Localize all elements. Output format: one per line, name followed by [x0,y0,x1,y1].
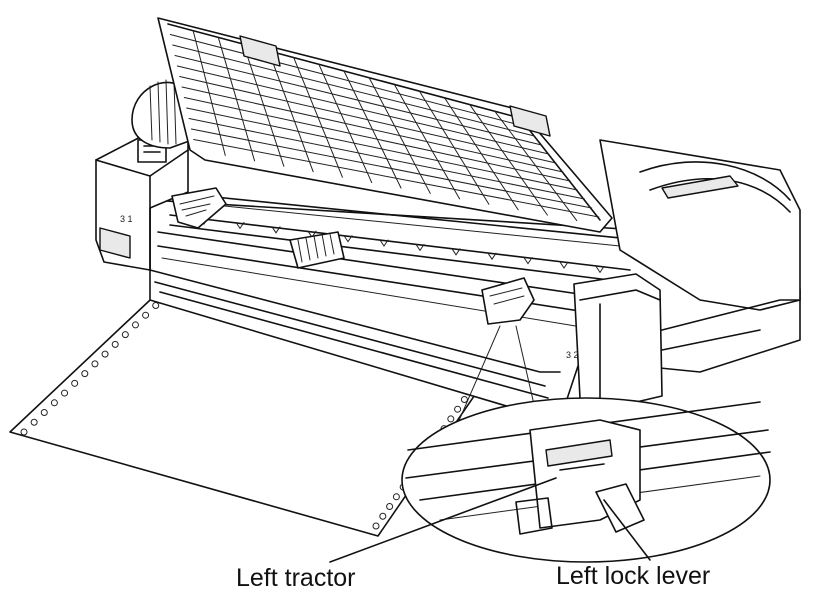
sprocket-hole [143,312,149,318]
sprocket-hole [62,390,68,396]
sprocket-hole [461,396,467,402]
sprocket-hole [380,513,386,519]
sprocket-hole [51,400,57,406]
sprocket-hole [72,380,78,386]
sprocket-hole [21,429,27,435]
sprocket-hole [122,332,128,338]
sprocket-hole [112,341,118,347]
sprocket-hole [153,302,159,308]
label-left-lock-lever: Left lock lever [556,562,710,591]
sprocket-hole [132,322,138,328]
sprocket-hole [373,523,379,529]
svg-text:3 2: 3 2 [566,350,579,360]
sprocket-hole [387,504,393,510]
sprocket-hole [102,351,108,357]
label-left-tractor: Left tractor [236,564,356,593]
sprocket-hole [41,410,47,416]
sprocket-hole [31,419,37,425]
svg-text:3 1: 3 1 [120,214,133,224]
top-cover [158,18,612,232]
sprocket-hole [393,494,399,500]
sprocket-hole [455,406,461,412]
sprocket-hole [92,361,98,367]
sprocket-hole [448,416,454,422]
sprocket-hole [82,371,88,377]
